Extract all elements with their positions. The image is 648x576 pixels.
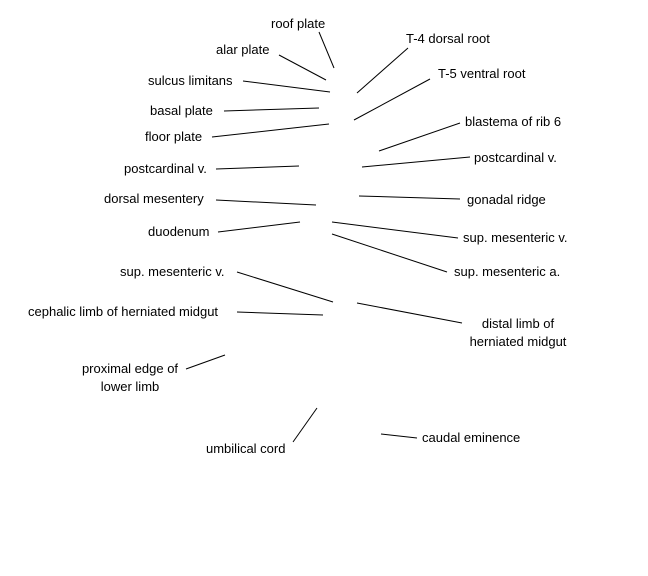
label-umbilical-cord: umbilical cord <box>206 441 286 456</box>
leader-gonadal-ridge <box>358 195 461 200</box>
label-sup-mesenteric-v-right: sup. mesenteric v. <box>463 230 568 245</box>
label-distal-limb-line1: distal limb of <box>481 316 555 331</box>
leader-alar-plate <box>278 54 327 81</box>
leader-postcardinal-right <box>361 156 471 168</box>
leader-umbilical-cord <box>292 407 318 443</box>
label-gonadal-ridge: gonadal ridge <box>467 192 546 207</box>
label-basal-plate: basal plate <box>150 103 213 118</box>
label-sulcus-limitans: sulcus limitans <box>148 73 233 88</box>
leader-sup-mesenteric-a <box>331 233 448 273</box>
label-distal-limb: distal limb of herniated midgut <box>456 315 580 351</box>
leader-basal-plate <box>223 107 320 112</box>
leader-postcardinal-left <box>215 165 300 170</box>
leader-sup-mesenteric-v-left <box>236 271 334 303</box>
label-cephalic-limb: cephalic limb of herniated midgut <box>28 304 219 319</box>
label-proximal-edge: proximal edge of lower limb <box>74 360 186 396</box>
label-proximal-edge-line1: proximal edge of <box>81 361 179 376</box>
leader-proximal-edge <box>185 354 226 370</box>
label-sup-mesenteric-a: sup. mesenteric a. <box>454 264 561 279</box>
label-t5-ventral-root: T-5 ventral root <box>438 66 526 81</box>
leader-sulcus-limitans <box>242 80 331 93</box>
label-duodenum: duodenum <box>148 224 210 239</box>
label-distal-limb-line2: herniated midgut <box>469 334 567 349</box>
leader-roof-plate <box>318 31 335 69</box>
label-caudal-eminence: caudal eminence <box>422 430 521 445</box>
leader-cephalic-limb <box>236 311 324 316</box>
leader-dorsal-mesentery <box>215 199 317 206</box>
leader-sup-mesenteric-v-right <box>331 221 459 239</box>
label-proximal-edge-line2: lower limb <box>100 379 160 394</box>
label-postcardinal-right: postcardinal v. <box>474 150 557 165</box>
label-postcardinal-left: postcardinal v. <box>124 161 207 176</box>
label-dorsal-mesentery: dorsal mesentery <box>104 191 204 206</box>
leader-caudal-eminence <box>380 433 418 439</box>
label-alar-plate: alar plate <box>216 42 270 57</box>
leader-blastema-rib6 <box>378 122 461 152</box>
label-floor-plate: floor plate <box>145 129 203 144</box>
leader-t5-ventral-root <box>353 78 431 121</box>
leader-t4-dorsal-root <box>356 47 409 94</box>
label-t4-dorsal-root: T-4 dorsal root <box>406 31 490 46</box>
label-sup-mesenteric-v-left: sup. mesenteric v. <box>120 264 225 279</box>
leader-floor-plate <box>211 123 330 138</box>
leader-distal-limb <box>356 302 463 324</box>
label-roof-plate: roof plate <box>271 16 326 31</box>
label-blastema-rib6: blastema of rib 6 <box>465 114 562 129</box>
leader-duodenum <box>217 221 301 233</box>
